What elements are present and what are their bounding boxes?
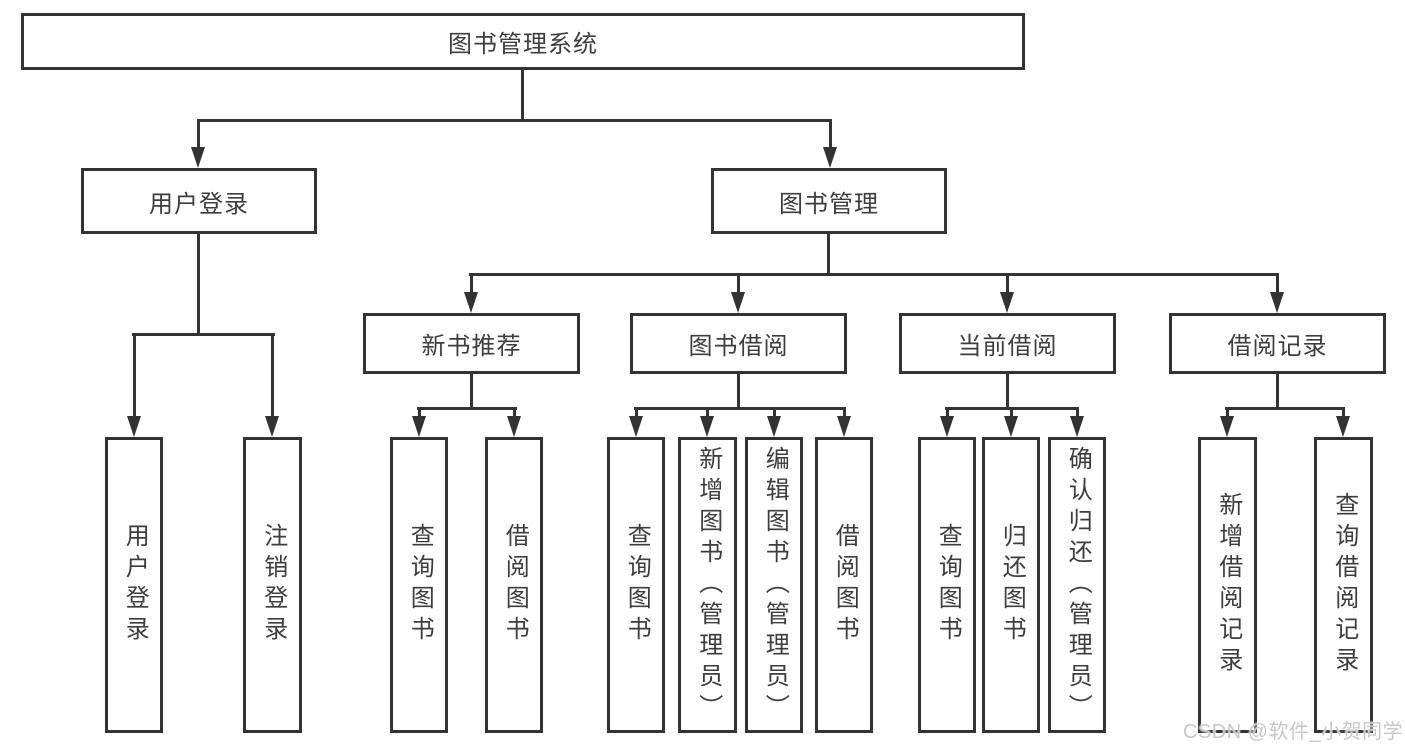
arrow-down-to-new-books xyxy=(464,275,478,313)
leaf-current-query-label: 查询图书 xyxy=(934,523,962,647)
connector-user-login-stem xyxy=(197,233,200,336)
node-library-system: 图书管理系统 xyxy=(21,13,1025,70)
arrow-down-new-books-2 xyxy=(507,409,521,437)
leaf-borrow-query: 查询图书 xyxy=(607,437,665,733)
arrow-down-to-book-borrow xyxy=(731,275,745,313)
arrow-down-book-borrow-4 xyxy=(837,409,851,437)
arrow-down-book-borrow-3 xyxy=(767,409,781,437)
leaf-borrow-query-label: 查询图书 xyxy=(623,523,651,647)
connector-book-borrow-split xyxy=(634,407,846,410)
leaf-newbooks-borrow-label: 借阅图书 xyxy=(501,523,529,647)
leaf-borrow-borrow: 借阅图书 xyxy=(815,437,873,733)
leaf-records-add-label: 新增借阅记录 xyxy=(1214,492,1242,678)
arrow-down-borrow-records-2 xyxy=(1336,409,1350,437)
connector-root-stem xyxy=(521,68,524,122)
leaf-records-query: 查询借阅记录 xyxy=(1314,437,1373,733)
leaf-borrow-borrow-label: 借阅图书 xyxy=(831,523,859,647)
arrow-down-current-borrow-3 xyxy=(1070,409,1084,437)
node-new-books-label: 新书推荐 xyxy=(421,333,522,360)
connector-current-borrow-stem xyxy=(1006,373,1009,410)
leaf-newbooks-borrow: 借阅图书 xyxy=(485,437,543,733)
leaf-current-query: 查询图书 xyxy=(918,437,976,733)
node-current-borrow: 当前借阅 xyxy=(899,313,1116,374)
leaf-borrow-edit-label: 编辑图书（管理员） xyxy=(761,445,789,725)
node-user-login-label: 用户登录 xyxy=(149,190,249,218)
connector-borrow-records-split xyxy=(1225,407,1345,410)
connector-new-books-split xyxy=(417,407,517,410)
node-current-borrow-label: 当前借阅 xyxy=(957,333,1058,360)
leaf-logout-label: 注销登录 xyxy=(259,523,287,647)
leaf-borrow-edit: 编辑图书（管理员） xyxy=(745,437,803,733)
arrow-down-to-book-mgmt xyxy=(823,121,837,168)
arrow-down-book-borrow-2 xyxy=(700,409,714,437)
leaf-logout: 注销登录 xyxy=(243,437,302,733)
connector-current-borrow-split xyxy=(945,407,1079,410)
leaf-current-return: 归还图书 xyxy=(982,437,1040,733)
arrow-down-current-borrow-2 xyxy=(1004,409,1018,437)
leaf-user-login-label: 用户登录 xyxy=(121,523,149,647)
connector-borrow-records-stem xyxy=(1276,373,1279,410)
connector-new-books-stem xyxy=(470,373,473,410)
node-borrow-records-label: 借阅记录 xyxy=(1227,333,1328,360)
arrow-down-borrow-records-1 xyxy=(1220,409,1234,437)
leaf-newbooks-query: 查询图书 xyxy=(390,437,448,733)
connector-book-borrow-stem xyxy=(737,373,740,410)
connector-book-mgmt-stem xyxy=(827,233,830,276)
arrow-down-to-leaf-logout xyxy=(265,335,279,437)
connector-root-split xyxy=(197,119,832,122)
node-new-books: 新书推荐 xyxy=(363,313,580,374)
connector-user-login-split xyxy=(132,333,275,336)
arrow-down-current-borrow-1 xyxy=(940,409,954,437)
node-borrow-records: 借阅记录 xyxy=(1169,313,1386,374)
leaf-borrow-add-label: 新增图书（管理员） xyxy=(694,445,722,725)
node-book-mgmt: 图书管理 xyxy=(711,168,947,234)
node-user-login: 用户登录 xyxy=(81,168,317,234)
node-book-mgmt-label: 图书管理 xyxy=(779,190,879,218)
leaf-borrow-add: 新增图书（管理员） xyxy=(678,437,737,733)
leaf-user-login: 用户登录 xyxy=(105,437,163,733)
arrow-down-new-books-1 xyxy=(412,409,426,437)
arrow-down-to-leaf-user-login xyxy=(127,335,141,437)
arrow-down-to-user-login xyxy=(191,121,205,168)
node-library-system-label: 图书管理系统 xyxy=(448,31,598,58)
leaf-records-add: 新增借阅记录 xyxy=(1198,437,1257,733)
arrow-down-to-borrow-records xyxy=(1270,275,1284,313)
leaf-newbooks-query-label: 查询图书 xyxy=(406,523,434,647)
leaf-current-confirm-label: 确认归还（管理员） xyxy=(1064,445,1092,725)
watermark-text: CSDN @软件_小贺同学 xyxy=(1183,721,1404,743)
node-book-borrow: 图书借阅 xyxy=(630,313,847,374)
leaf-current-confirm: 确认归还（管理员） xyxy=(1048,437,1106,733)
leaf-current-return-label: 归还图书 xyxy=(998,523,1026,647)
node-book-borrow-label: 图书借阅 xyxy=(688,333,789,360)
leaf-records-query-label: 查询借阅记录 xyxy=(1330,492,1358,678)
arrow-down-to-current-borrow xyxy=(1000,275,1014,313)
arrow-down-book-borrow-1 xyxy=(629,409,643,437)
connector-book-mgmt-split xyxy=(469,273,1279,276)
